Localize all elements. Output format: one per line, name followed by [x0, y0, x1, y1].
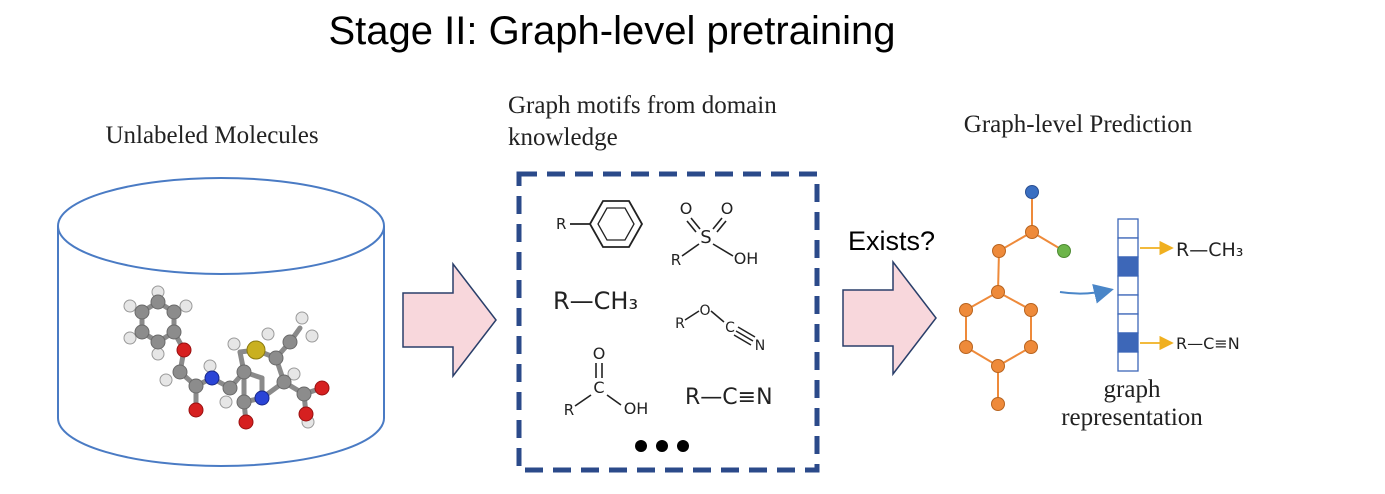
motifs-dashed-box	[516, 171, 820, 473]
svg-text:R: R	[564, 401, 574, 419]
svg-text:OH: OH	[624, 399, 649, 418]
unlabeled-molecules-label: Unlabeled Molecules	[105, 122, 318, 149]
graph-to-vector-arrow	[1059, 284, 1114, 304]
svg-text:S: S	[700, 227, 711, 248]
svg-text:OH: OH	[734, 249, 759, 268]
svg-text:C: C	[725, 320, 735, 336]
svg-text:O: O	[721, 199, 734, 218]
motif-cyanate: R O C N	[675, 303, 765, 354]
graph-representation-caption-line1: graph	[1104, 376, 1161, 403]
graph-representation-vector	[1117, 218, 1139, 372]
svg-text:O: O	[699, 303, 710, 319]
svg-text:O: O	[680, 199, 693, 218]
vector-cell	[1117, 332, 1139, 353]
graph-representation-caption-line2: representation	[1061, 404, 1203, 431]
motifs-label-line1: Graph motifs from domain	[508, 92, 777, 119]
vector-cell	[1117, 218, 1139, 239]
motif-benzene: R	[556, 200, 644, 248]
motif-carboxylic-acid: O C R OH	[564, 344, 649, 419]
vector-cell	[1117, 313, 1139, 334]
motif-methyl: R—CH₃	[553, 287, 638, 315]
graph-level-prediction-label: Graph-level Prediction	[964, 111, 1193, 138]
molecular-graph	[959, 185, 1071, 411]
motif-sulfonic-acid: O O S R OH	[671, 199, 759, 269]
page-title: Stage II: Graph-level pretraining	[329, 9, 896, 53]
svg-text:R: R	[671, 251, 681, 269]
database-cylinder	[57, 177, 385, 467]
svg-text:R: R	[556, 215, 566, 233]
vector-cell	[1117, 256, 1139, 277]
molecule-3d-model	[123, 285, 330, 430]
vector-cell	[1117, 294, 1139, 315]
motif-nitrile: R—C≡N	[685, 385, 773, 410]
flow-arrow-2	[842, 259, 937, 377]
more-motifs-ellipsis: •••	[635, 440, 689, 452]
exists-question: Exists?	[848, 226, 935, 256]
vector-cell	[1117, 351, 1139, 372]
svg-text:R: R	[675, 316, 685, 332]
svg-text:O: O	[593, 344, 606, 363]
prediction-methyl: R—CH₃	[1176, 239, 1243, 261]
flow-arrow-1	[402, 261, 497, 379]
vector-cell	[1117, 275, 1139, 296]
prediction-nitrile: R—C≡N	[1176, 334, 1240, 353]
svg-text:N: N	[755, 338, 765, 354]
svg-text:C: C	[593, 378, 604, 397]
vector-cell	[1117, 237, 1139, 258]
motifs-label-line2: knowledge	[508, 124, 618, 151]
